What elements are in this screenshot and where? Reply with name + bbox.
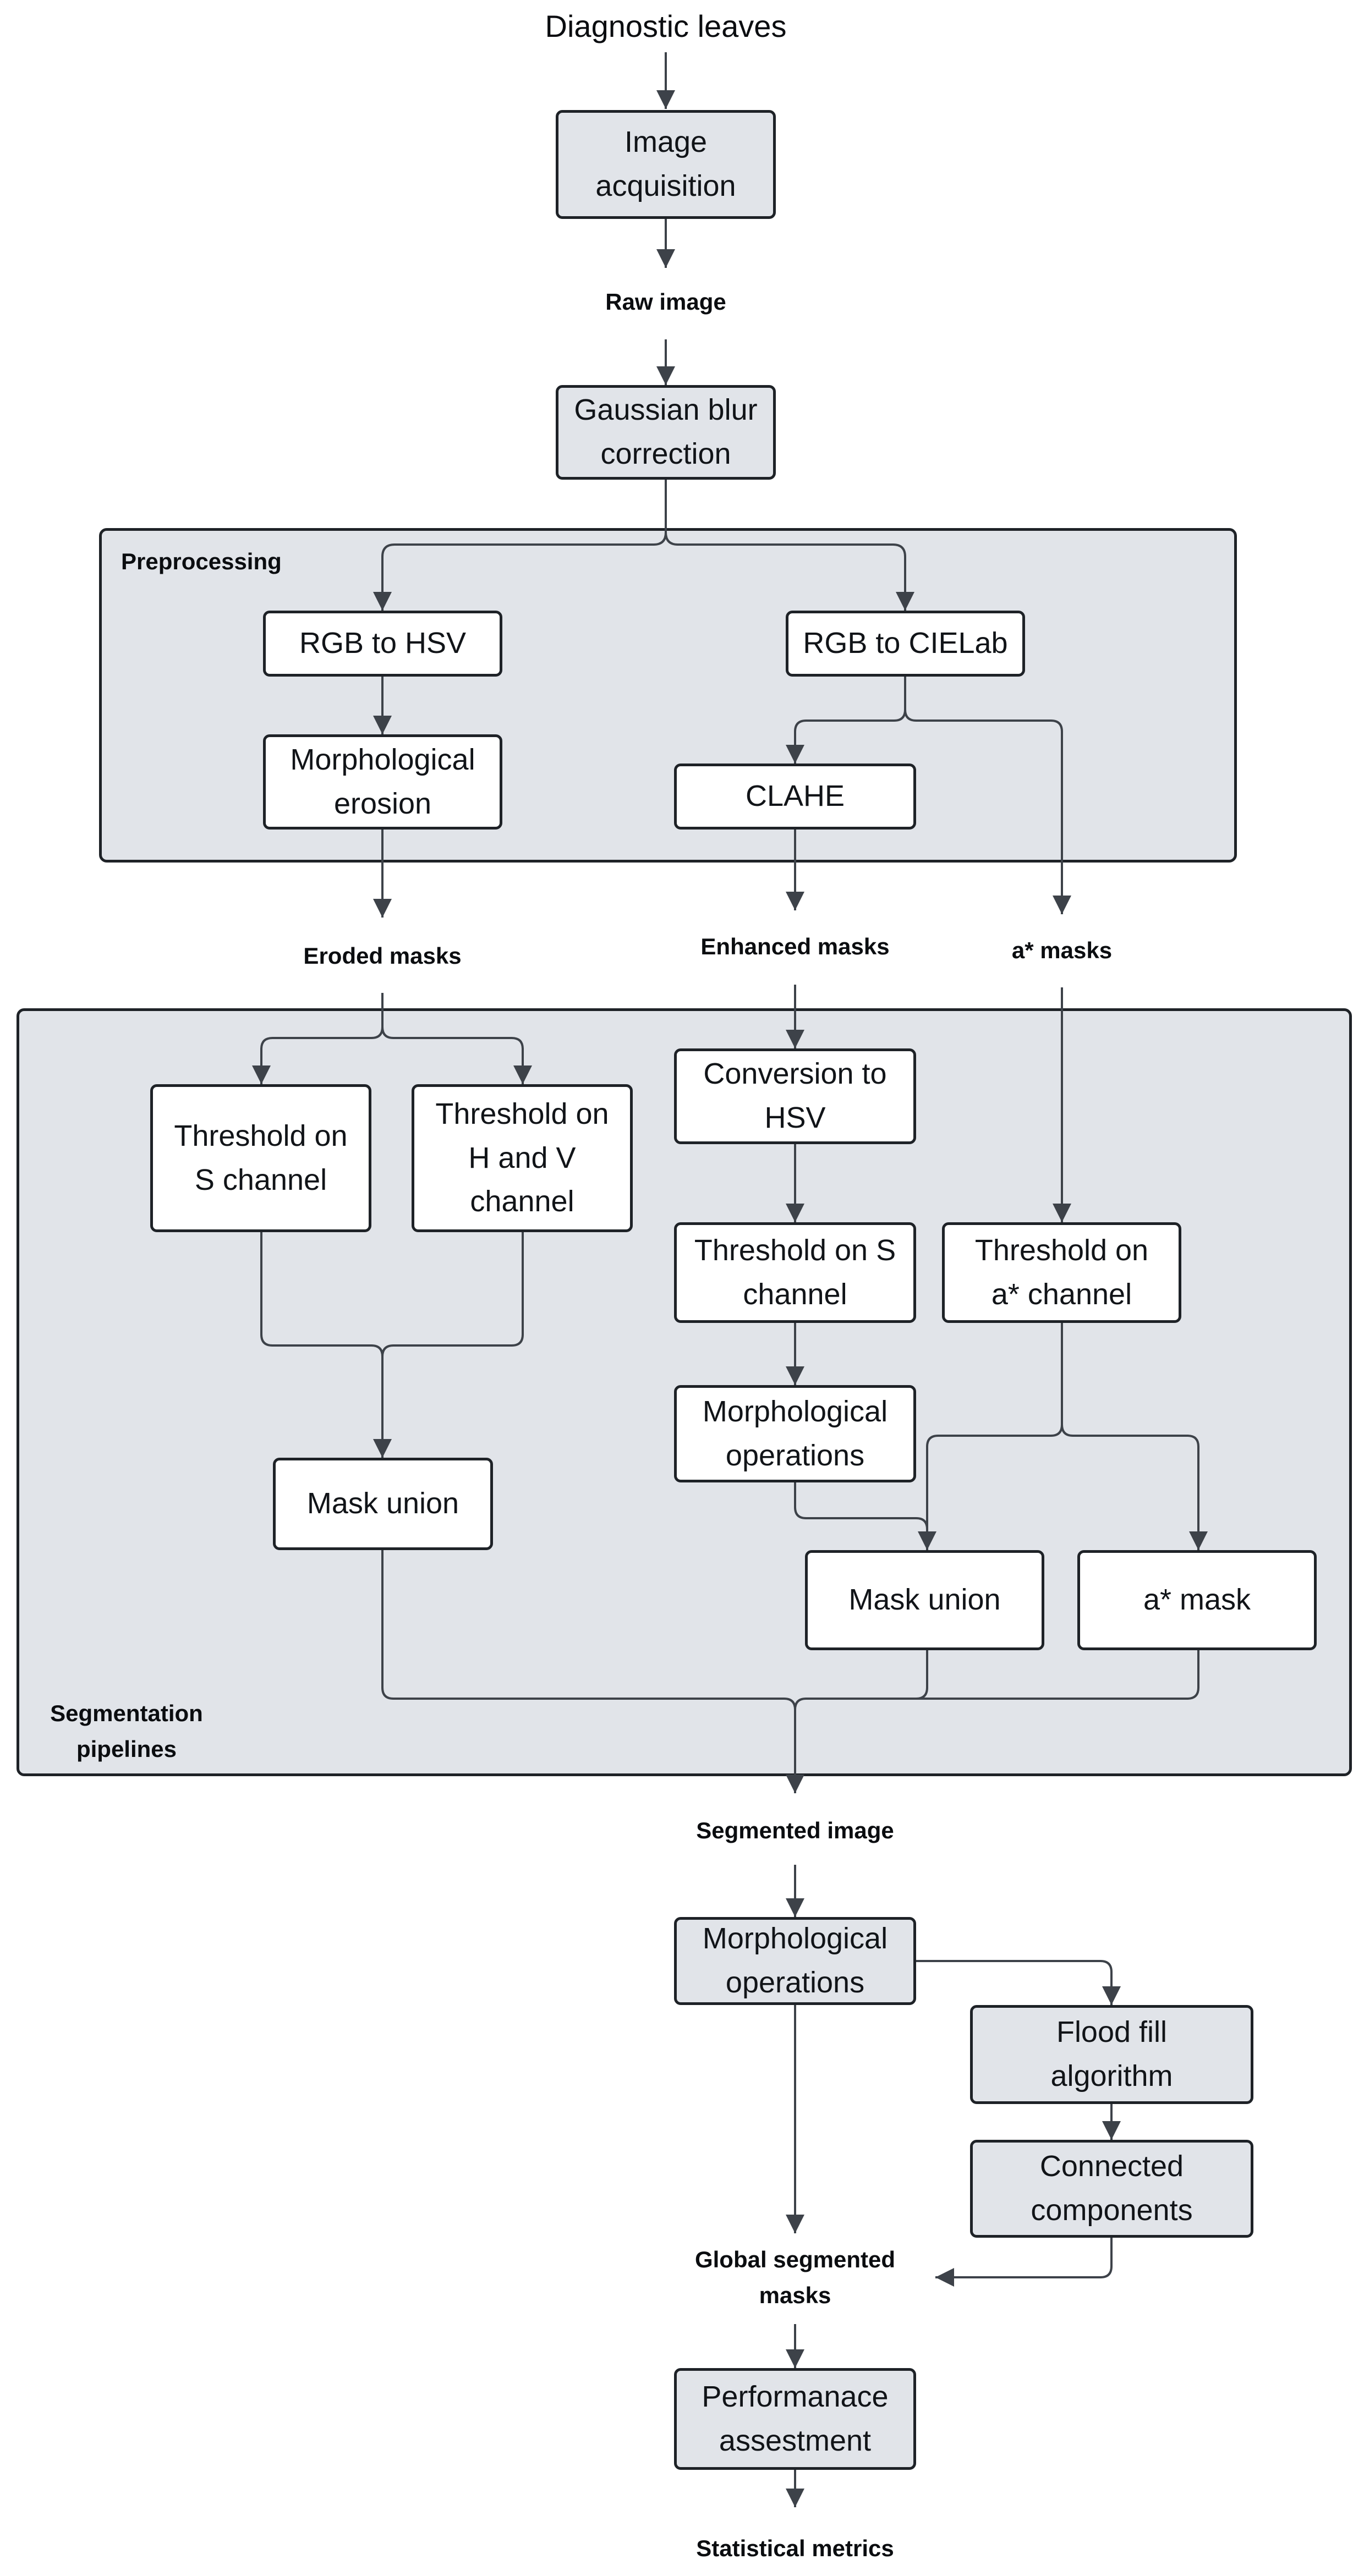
edge-amask-merge [806, 1650, 1199, 1700]
node-line: Morphological [290, 743, 475, 776]
node-line: Morphological [702, 1922, 888, 1956]
node-line: Threshold on S [694, 1233, 896, 1267]
segmentation-label-line2: pipelines [76, 1736, 177, 1762]
edge-eroded-thrs [252, 993, 384, 1084]
node-mask-union-1: Mask union [273, 1458, 493, 1550]
node-line: Mask union [848, 1583, 1001, 1617]
node-line: algorithm [1050, 2059, 1173, 2092]
node-performance-assessment: Performanace assestment [674, 2368, 916, 2470]
node-threshold-s2: Threshold on S channel [674, 1222, 916, 1323]
edge-thrs-union1 [260, 1232, 384, 1357]
edge-cielab-astar [904, 709, 1071, 914]
node-line: S channel [194, 1163, 327, 1196]
node-connected-components: Connected components [970, 2140, 1253, 2238]
node-rgb-to-cielab: RGB to CIELab [786, 611, 1025, 677]
segmentation-group-label: Segmentation pipelines [33, 1695, 220, 1767]
node-threshold-astar: Threshold on a* channel [942, 1222, 1181, 1323]
node-line: a* mask [1143, 1583, 1251, 1617]
node-line: HSV [764, 1101, 826, 1134]
global-masks-line1: Global segmented [694, 2247, 896, 2272]
edge-morph2-flood [913, 1960, 1121, 2005]
node-mask-union-2: Mask union [805, 1550, 1044, 1650]
node-line: Mask union [306, 1487, 459, 1520]
node-line: RGB to CIELab [803, 627, 1008, 660]
node-clahe: CLAHE [674, 764, 916, 830]
node-threshold-hv: Threshold on H and V channel [412, 1084, 633, 1232]
node-line: Performanace [702, 2380, 889, 2413]
node-morphological-operations-1: Morphological operations [674, 1385, 916, 1482]
edge-thra-union2 [918, 1424, 1063, 1550]
node-line: channel [470, 1185, 574, 1218]
node-threshold-s: Threshold on S channel [150, 1084, 371, 1232]
edge-gaussian-rgbhsv [373, 480, 667, 611]
node-line: Conversion to [703, 1057, 887, 1091]
label-enhanced-masks: Enhanced masks [700, 933, 890, 959]
node-line: correction [600, 437, 731, 470]
node-line: channel [743, 1277, 847, 1311]
node-gaussian-blur: Gaussian blur correction [556, 385, 776, 480]
label-segmented-image: Segmented image [696, 1817, 894, 1843]
node-line: a* channel [991, 1277, 1132, 1311]
edge-gaussian-rgbcielab [665, 532, 914, 611]
segmentation-label-line1: Segmentation [50, 1700, 203, 1726]
edge-union2-merge [794, 1650, 928, 1710]
label-raw-image: Raw image [605, 289, 726, 315]
label-astar-masks: a* masks [1011, 937, 1113, 963]
edge-eroded-thrhv [381, 1026, 532, 1084]
label-diagnostic-leaves: Diagnostic leaves [545, 9, 787, 43]
node-line: operations [725, 1438, 865, 1472]
node-morphological-erosion: Morphological erosion [263, 734, 502, 830]
node-line: Threshold on [435, 1097, 609, 1130]
node-line: Gaussian blur [574, 393, 758, 427]
node-rgb-to-hsv: RGB to HSV [263, 611, 502, 677]
node-line: assestment [719, 2424, 872, 2457]
node-line: H and V [468, 1141, 576, 1174]
node-line: Image [624, 125, 708, 159]
edge-connected-global [935, 2238, 1113, 2287]
node-image-acquisition: Image acquisition [556, 110, 776, 219]
label-eroded-masks: Eroded masks [303, 943, 462, 969]
node-line: CLAHE [745, 779, 845, 813]
edge-thra-amask [1061, 1424, 1208, 1550]
node-line: Morphological [702, 1394, 888, 1428]
node-line: operations [725, 1966, 865, 1999]
node-conversion-hsv: Conversion to HSV [674, 1048, 916, 1144]
node-line: Threshold on [174, 1119, 348, 1152]
node-morphological-operations-2: Morphological operations [674, 1917, 916, 2005]
node-line: erosion [333, 787, 432, 820]
node-line: Connected [1039, 2150, 1184, 2183]
edge-morph1-union2 [794, 1482, 928, 1530]
edge-cielab-clahe [786, 677, 906, 764]
preprocessing-group-label: Preprocessing [121, 548, 282, 574]
global-masks-line2: masks [759, 2282, 831, 2309]
label-global-segmented-masks: Global segmented masks [695, 2242, 895, 2313]
node-line: Flood fill [1056, 2015, 1168, 2049]
label-statistical-metrics: Statistical metrics [696, 2535, 894, 2561]
node-line: Threshold on [974, 1233, 1149, 1267]
edge-union1-merge [381, 1550, 796, 1710]
node-line: RGB to HSV [299, 627, 467, 660]
node-line: acquisition [595, 169, 736, 202]
node-line: components [1031, 2194, 1193, 2227]
node-flood-fill: Flood fill algorithm [970, 2005, 1253, 2104]
edge-thrhv-union1 [373, 1232, 524, 1458]
node-astar-mask: a* mask [1077, 1550, 1317, 1650]
